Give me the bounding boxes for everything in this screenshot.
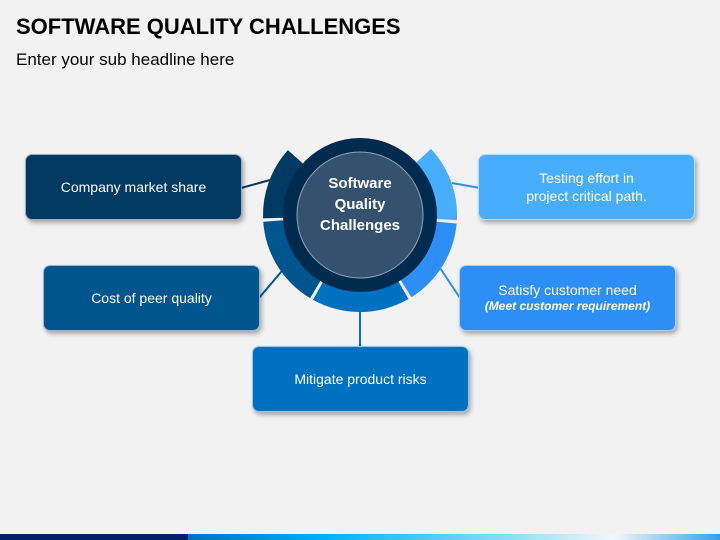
slide-subtitle: Enter your sub headline here [16,50,235,69]
center-line-1: Software [328,175,392,192]
ring-segment-2 [263,220,322,299]
connector-testing [451,182,481,189]
box-cost-of-peer-quality[interactable]: Cost of peer quality [43,265,260,331]
center-line-2: Quality [334,196,386,213]
ring-segment-5 [414,148,457,221]
center-label: Software Quality Challenges [300,173,420,236]
box-satisfy-customer-need[interactable]: Satisfy customer need (Meet customer req… [459,265,676,331]
box-label: Company market share [60,178,207,195]
footer-bar-dark [0,534,188,540]
box-label: Cost of peer quality [91,289,212,306]
slide-title: SOFTWARE QUALITY CHALLENGES [16,14,401,39]
box-company-market-share[interactable]: Company market share [25,154,242,220]
box-label: Testing effort in [539,169,634,186]
connector-satisfy [437,264,461,299]
box-label-2: project critical path. [526,188,647,204]
center-circle[interactable] [296,151,424,279]
box-testing-effort[interactable]: Testing effort in project critical path. [478,154,695,220]
box-note: (Meet customer requirement) [484,299,651,314]
ring-segment-4 [399,221,457,298]
box-mitigate-product-risks[interactable]: Mitigate product risks [252,346,469,412]
center-line-3: Challenges [319,217,401,234]
box-label: Mitigate product risks [294,370,427,387]
ring-segment-1 [263,150,306,219]
footer-bar-gradient [188,534,720,540]
connector-company [240,179,271,189]
box-label: Satisfy customer need [498,282,637,299]
